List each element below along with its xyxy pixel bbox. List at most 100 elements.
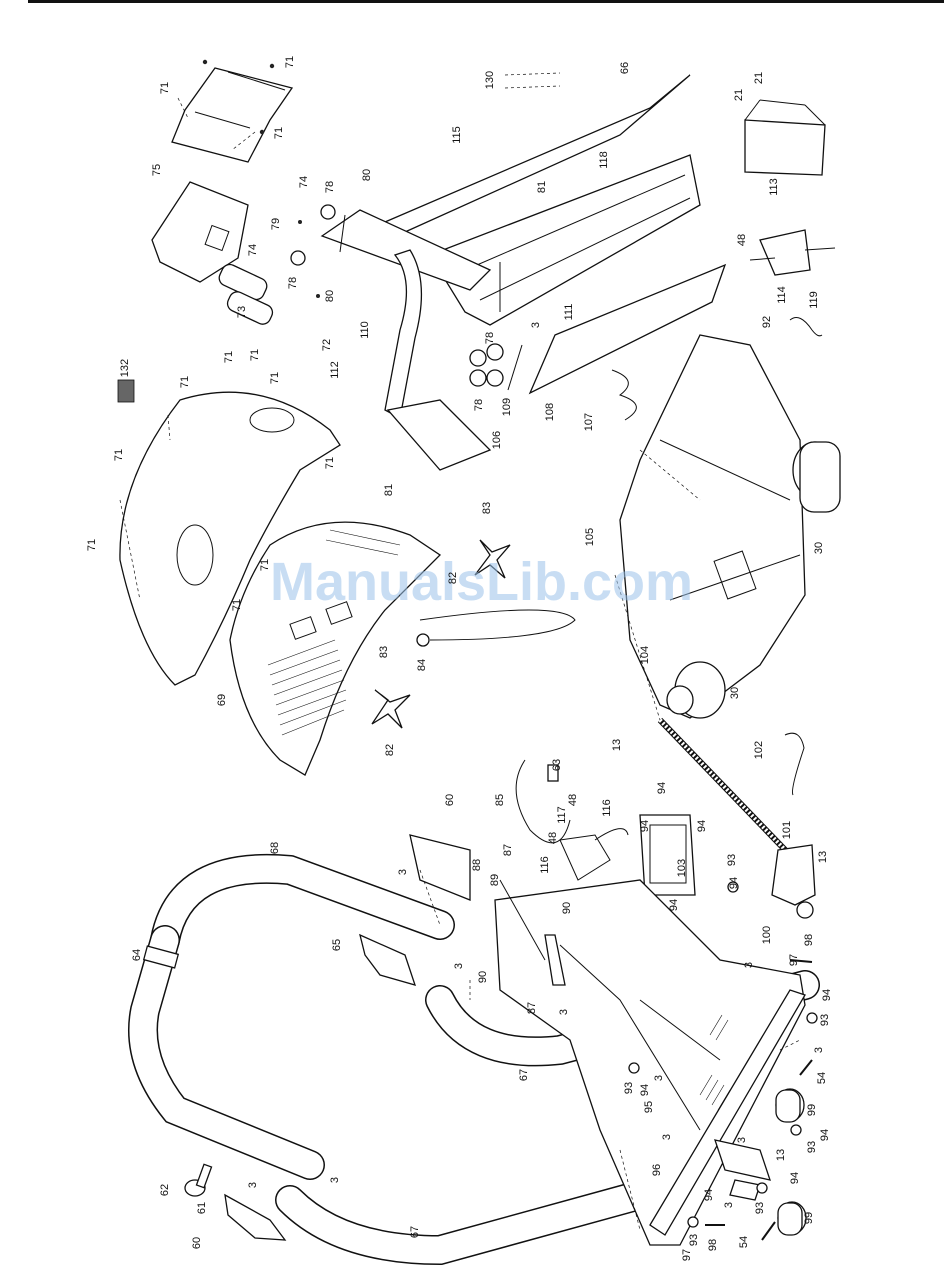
watermark-text: ManualsLib.com [270, 552, 693, 612]
part-number-callout: 81 [536, 181, 548, 193]
part-number-callout: 60 [191, 1237, 203, 1249]
part-number-callout: 68 [269, 842, 281, 854]
part-number-callout: 78 [473, 399, 485, 411]
part-number-callout: 48 [547, 832, 559, 844]
part-number-callout: 13 [775, 1149, 787, 1161]
wire-92 [789, 317, 823, 337]
callout-layer: 7171717573747478787980801101151306611881… [86, 56, 833, 1261]
part-number-callout: 93 [623, 1082, 635, 1094]
part-number-callout: 116 [539, 856, 551, 874]
handrail-68 [150, 853, 455, 955]
hood-grill-lines [267, 529, 401, 736]
wiring-116 [559, 828, 629, 881]
part-number-callout: 89 [489, 874, 501, 886]
controller-plate-103 [639, 814, 696, 896]
bolts-54-98 [705, 959, 813, 1241]
part-number-callout: 3 [397, 869, 409, 875]
label-132 [117, 379, 135, 403]
part-number-callout: 3 [530, 322, 542, 328]
part-number-callout: 109 [501, 398, 513, 416]
part-number-callout: 87 [526, 1002, 538, 1014]
part-number-callout: 21 [753, 72, 765, 84]
part-number-callout: 3 [736, 1137, 748, 1143]
part-number-callout: 75 [151, 164, 163, 176]
part-number-callout: 103 [676, 859, 688, 877]
part-number-callout: 84 [416, 659, 428, 671]
part-number-callout: 105 [584, 528, 596, 546]
part-number-callout: 78 [287, 277, 299, 289]
part-number-callout: 112 [329, 361, 341, 379]
part-number-callout: 71 [231, 599, 243, 611]
bracket-114 [749, 229, 836, 276]
part-number-callout: 71 [284, 56, 296, 68]
part-number-callout: 71 [113, 449, 125, 461]
part-number-callout: 67 [518, 1069, 530, 1081]
part-number-callout: 72 [321, 339, 333, 351]
part-number-callout: 13 [817, 851, 829, 863]
part-number-callout: 111 [563, 304, 575, 321]
part-number-callout: 67 [409, 1226, 421, 1238]
part-number-callout: 97 [681, 1249, 693, 1261]
part-number-callout: 102 [753, 741, 765, 759]
roller-30-rear [666, 661, 726, 719]
part-number-callout: 90 [561, 902, 573, 914]
part-number-callout: 30 [729, 687, 741, 699]
part-number-callout: 3 [558, 1009, 570, 1015]
frame-slots [699, 1014, 731, 1111]
knob-62 [184, 1163, 213, 1197]
lift-motor-101 [771, 844, 816, 919]
part-number-callout: 104 [639, 646, 651, 664]
part-number-callout: 114 [776, 286, 788, 304]
part-number-callout: 93 [806, 1141, 818, 1153]
part-number-callout: 13 [611, 739, 623, 751]
part-number-callout: 117 [556, 806, 568, 824]
part-number-callout: 94 [656, 782, 668, 794]
pulley-78-upper [290, 204, 336, 298]
part-number-callout: 98 [803, 934, 815, 946]
part-number-callout: 79 [270, 218, 282, 230]
end-cap-65 [359, 933, 417, 986]
part-number-callout: 3 [247, 1182, 259, 1188]
part-number-callout: 82 [384, 744, 396, 756]
part-number-callout: 63 [551, 759, 563, 771]
power-cord-85 [515, 759, 571, 844]
hand-grip-73 [218, 263, 274, 325]
part-number-callout: 69 [216, 694, 228, 706]
part-number-callout: 90 [477, 971, 489, 983]
part-number-callout: 94 [819, 1129, 831, 1141]
part-number-callout: 3 [453, 963, 465, 969]
part-number-callout: 60 [444, 794, 456, 806]
part-number-callout: 92 [761, 316, 773, 328]
rollers-78-lower [469, 343, 523, 391]
part-number-callout: 94 [668, 899, 680, 911]
deck-105 [619, 334, 806, 719]
part-number-callout: 94 [789, 1172, 801, 1184]
part-number-callout: 96 [651, 1164, 663, 1176]
part-number-callout: 116 [601, 799, 613, 817]
part-number-callout: 83 [378, 646, 390, 658]
end-cap-61 [224, 1193, 287, 1241]
handrail-67-lower [275, 1180, 655, 1266]
part-number-callout: 71 [223, 351, 235, 363]
bolt-row-130 [504, 72, 561, 89]
part-number-callout: 21 [733, 89, 745, 101]
belt-84 [416, 609, 576, 647]
bracket-88 [409, 834, 471, 901]
part-number-callout: 71 [159, 82, 171, 94]
part-number-callout: 93 [819, 1014, 831, 1026]
part-number-callout: 93 [726, 854, 738, 866]
hood-lower [229, 521, 442, 776]
part-number-callout: 100 [761, 926, 773, 944]
upright-tube-110 [384, 249, 492, 471]
roller-30-front [792, 441, 841, 513]
part-number-callout: 119 [808, 291, 820, 309]
part-number-callout: 3 [653, 1075, 665, 1081]
top-rule [28, 0, 944, 3]
part-number-callout: 110 [359, 321, 371, 339]
part-number-callout: 94 [639, 820, 651, 832]
part-number-callout: 101 [781, 821, 793, 839]
part-number-callout: 71 [86, 539, 98, 551]
part-number-callout: 71 [179, 376, 191, 388]
upright-assembly-115 [320, 74, 701, 326]
